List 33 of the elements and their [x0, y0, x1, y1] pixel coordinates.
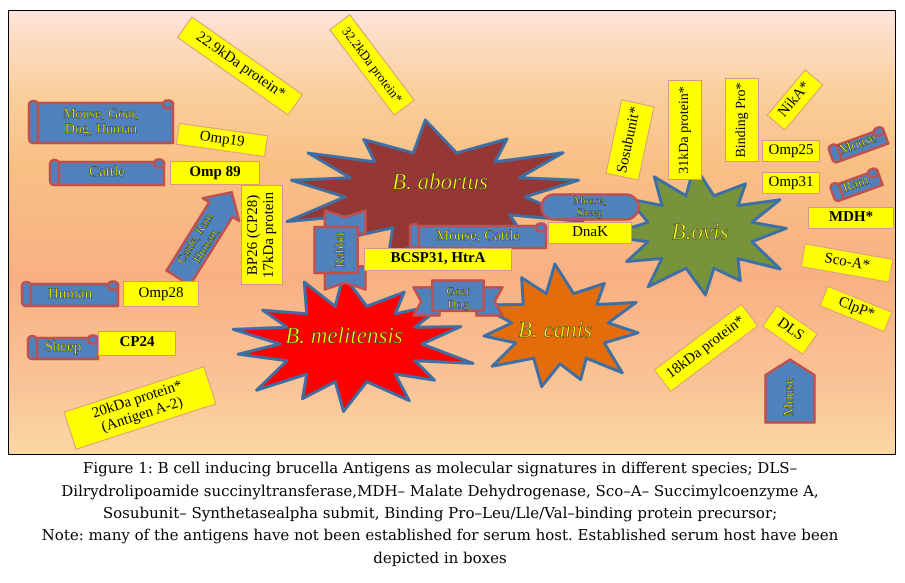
species-name: B. melitensis	[285, 323, 403, 349]
antigen-label: Sosubunit*	[605, 99, 655, 181]
note-text: Note: many of the antigens have not been established for serum host. Established serum host have been depicted in boxes	[40, 525, 840, 568]
antigen-label: Omp28	[123, 281, 199, 307]
host-name: Mouse	[782, 378, 798, 416]
species-name: B. abortus	[392, 169, 488, 195]
host-name: Mouse, Goat, Dog, Human	[62, 106, 140, 138]
host-name: Mouse, Sheep	[572, 194, 608, 220]
species-name: B.ovis	[672, 219, 728, 245]
host-name: Rabbit	[332, 232, 348, 268]
host-name: Cattle	[89, 164, 125, 180]
host-name: Goat Dog	[445, 284, 471, 312]
host-name: Sheep	[44, 338, 82, 356]
antigen-label: Omp19	[176, 122, 268, 158]
antigen-label: BP26 (CP28) 17kDa protein	[241, 185, 283, 285]
host-name: Mouse	[837, 131, 879, 159]
antigen-label: Sco-A*	[800, 243, 894, 283]
antigen-label: DLS	[762, 305, 818, 355]
host-name: Human	[48, 286, 92, 302]
antigen-label: Binding Pro*	[725, 78, 759, 162]
species-name: B. canis	[518, 317, 592, 343]
antigen-label: ClpP*	[819, 286, 893, 332]
antigen-label: Omp 89	[170, 161, 260, 185]
host-name: Mouse, Cattle	[436, 228, 520, 244]
figure-caption: Figure 1: B cell inducing brucella Antigens as molecular signatures in different species; DLS– Dilrydrolipoamide succinyltransferase,MDH– Malate Dehydrogenase, Sco–A– Succimylcoenzyme A, Sosubunit– Synthetasealpha submit, Binding Pro–Leu/Lle/Val–binding protein precursor;	[60, 458, 820, 524]
antigen-label: MDH*	[808, 207, 894, 229]
antigen-label: Omp25	[762, 140, 820, 162]
antigen-label: BCSP31, HtrA	[364, 248, 512, 270]
antigen-label: CP24	[98, 330, 176, 356]
antigen-label: 31kDa protein*	[668, 80, 702, 180]
host-name: Ram	[840, 173, 872, 197]
antigen-label: Omp31	[762, 172, 820, 194]
antigen-label: DnaK	[548, 222, 632, 244]
